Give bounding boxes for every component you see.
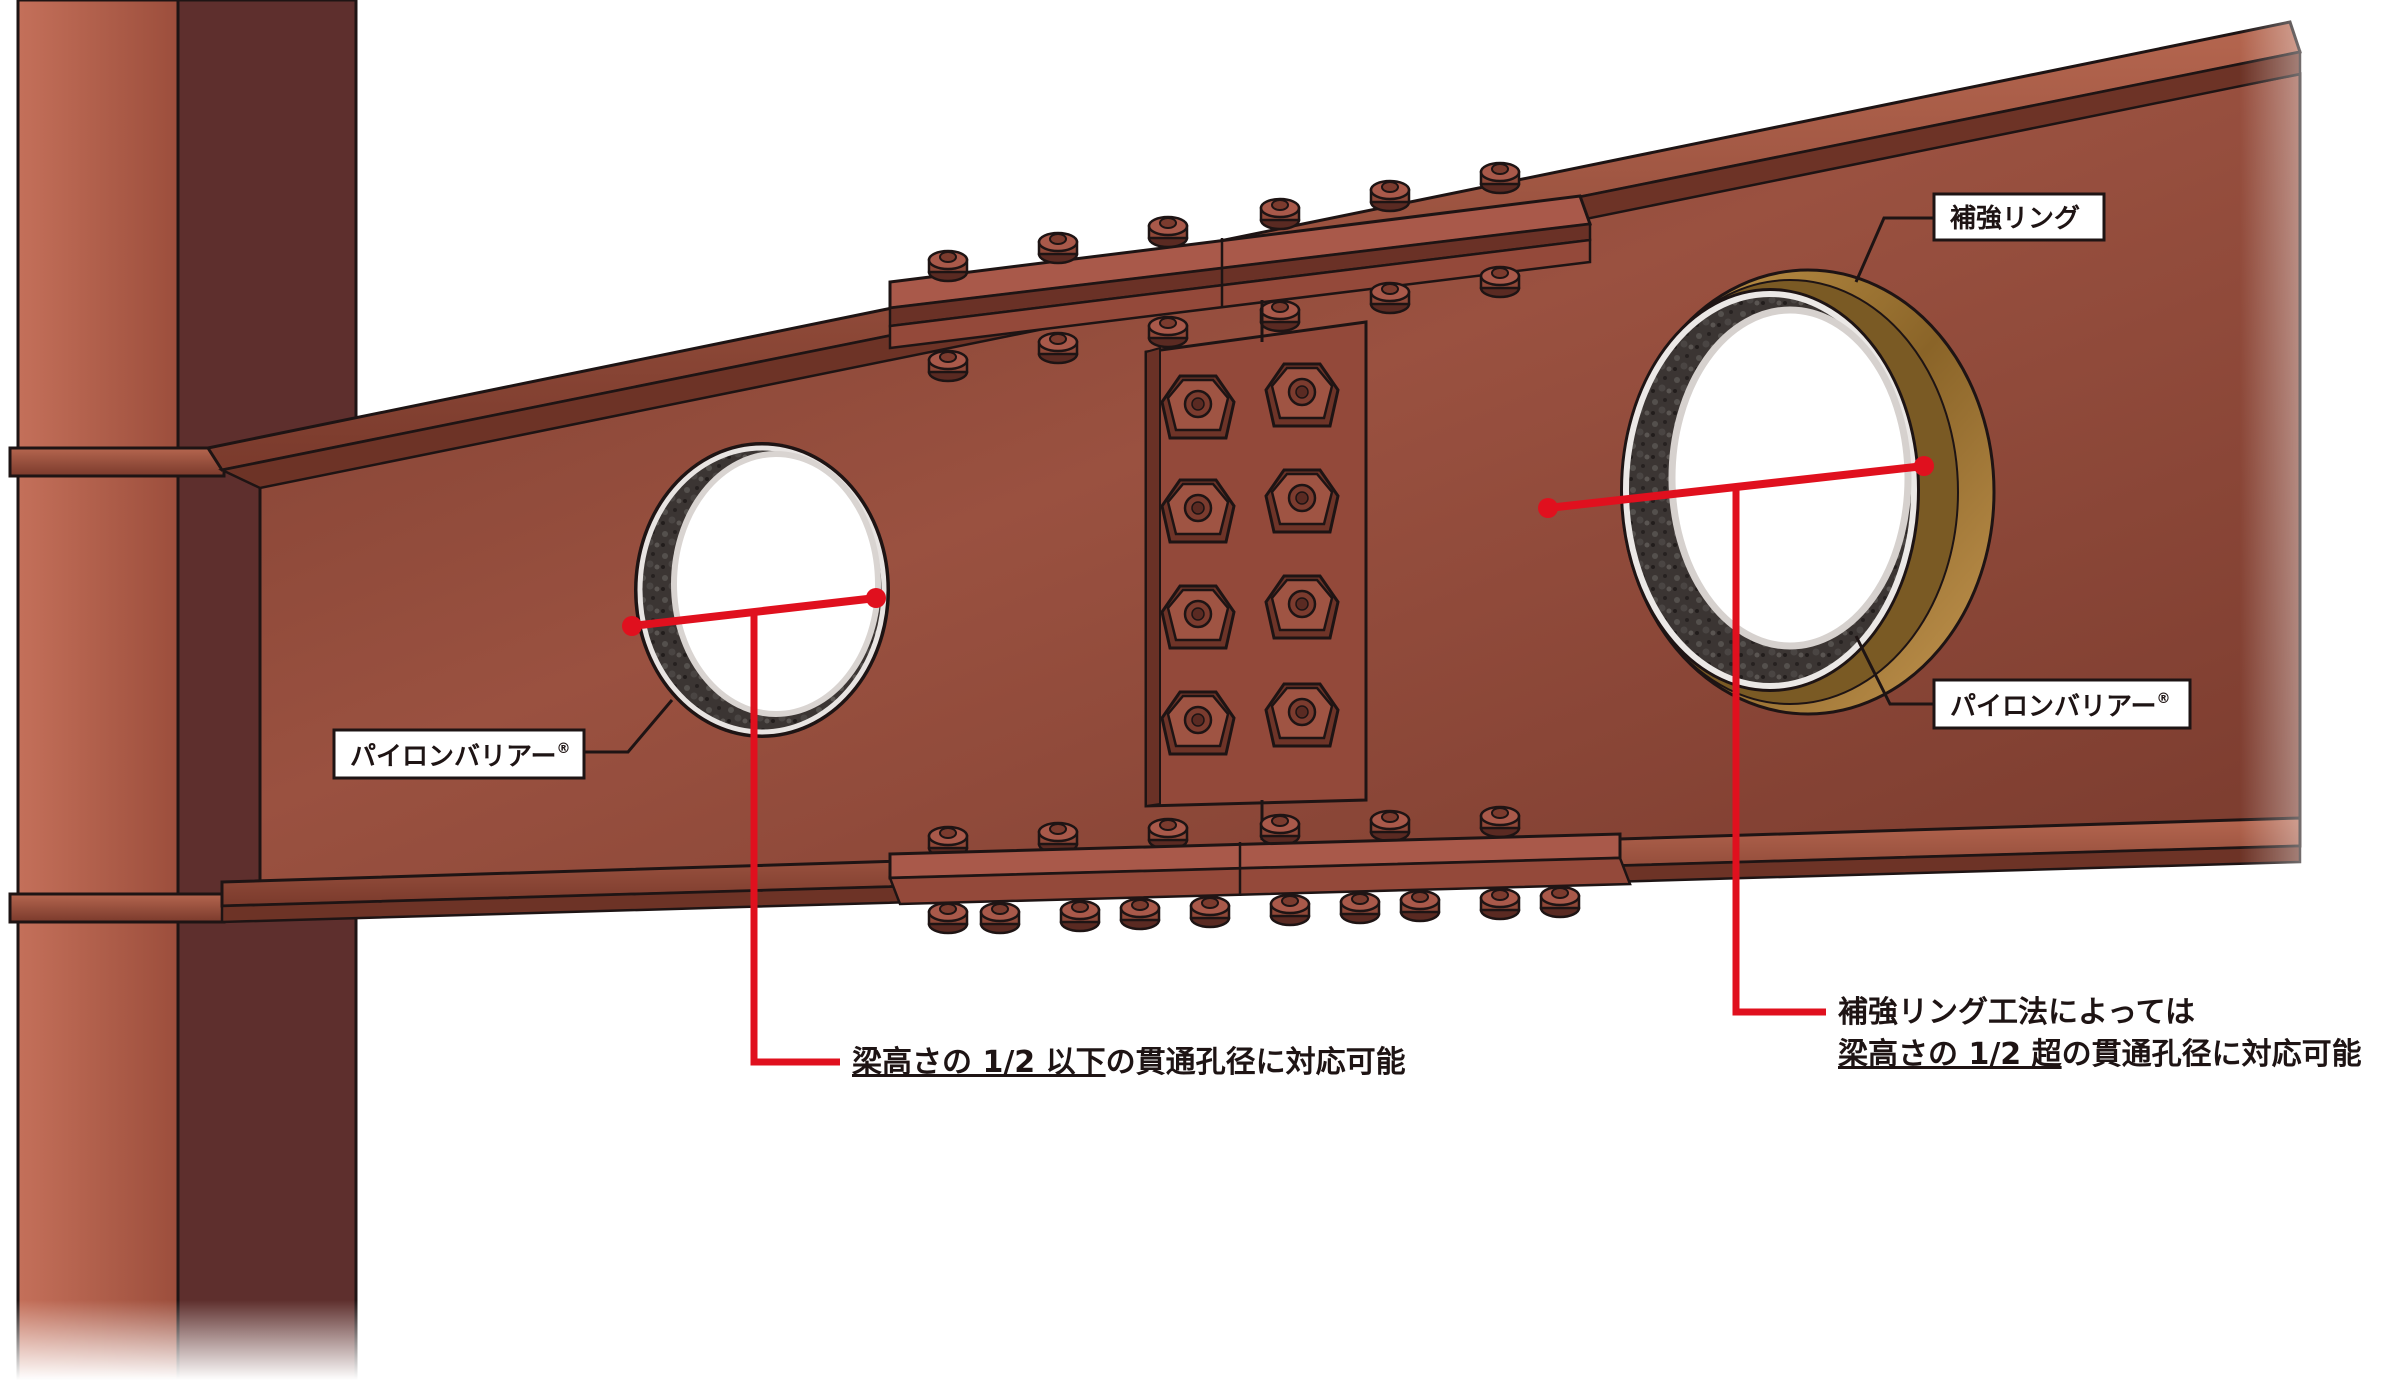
svg-text:梁高さの 1/2 以下の貫通孔径に対応可能: 梁高さの 1/2 以下の貫通孔径に対応可能 (852, 1045, 1406, 1080)
right-dimension-marker (1538, 456, 1934, 1016)
note-left-rest: の貫通孔径に対応可能 (1106, 1045, 1406, 1080)
web-splice-plate (1144, 300, 1368, 840)
note-right-line1: 補強リング工法によっては (1837, 995, 2195, 1030)
tag-ring-text: 補強リング (1949, 204, 2080, 234)
note-right: 補強リング工法によっては 梁高さの 1/2 超の貫通孔径に対応可能 (1837, 995, 2362, 1072)
tag-pylon-left-text: パイロンバリアー (350, 742, 556, 772)
right-fade (2240, 0, 2400, 1380)
note-right-underlined: 梁高さの 1/2 超 (1838, 1037, 2063, 1072)
top-splice-plates (888, 194, 1593, 350)
bottom-splice-plates (888, 805, 1632, 935)
leader-line-pylon-right (1854, 635, 1934, 706)
left-dimension-marker (622, 588, 886, 1066)
note-right-rest: の貫通孔径に対応可能 (2062, 1037, 2362, 1072)
tag-pylon-barrier-right: パイロンバリアー® (1932, 678, 2192, 730)
tag-reinforcement-ring: 補強リング (1932, 192, 2106, 242)
leader-line-pylon-left (580, 699, 674, 754)
left-penetration-hole (634, 442, 890, 738)
svg-text:パイロンバリアー®: パイロンバリアー® (350, 741, 570, 772)
registered-mark-right: ® (2156, 691, 2170, 707)
tag-pylon-barrier-left: パイロンバリアー® (332, 728, 586, 780)
note-left: 梁高さの 1/2 以下の貫通孔径に対応可能 (852, 1045, 1406, 1080)
leader-line-ring (1854, 216, 1934, 283)
svg-text:パイロンバリアー®: パイロンバリアー® (1950, 691, 2170, 722)
right-penetration-hole (1620, 268, 1996, 716)
note-left-underlined: 梁高さの 1/2 以下 (852, 1045, 1106, 1080)
registered-mark-left: ® (556, 741, 570, 757)
tag-pylon-right-text: パイロンバリアー (1950, 692, 2156, 722)
bottom-fade (0, 1300, 400, 1380)
svg-text:梁高さの 1/2 超の貫通孔径に対応可能: 梁高さの 1/2 超の貫通孔径に対応可能 (1838, 1037, 2362, 1072)
